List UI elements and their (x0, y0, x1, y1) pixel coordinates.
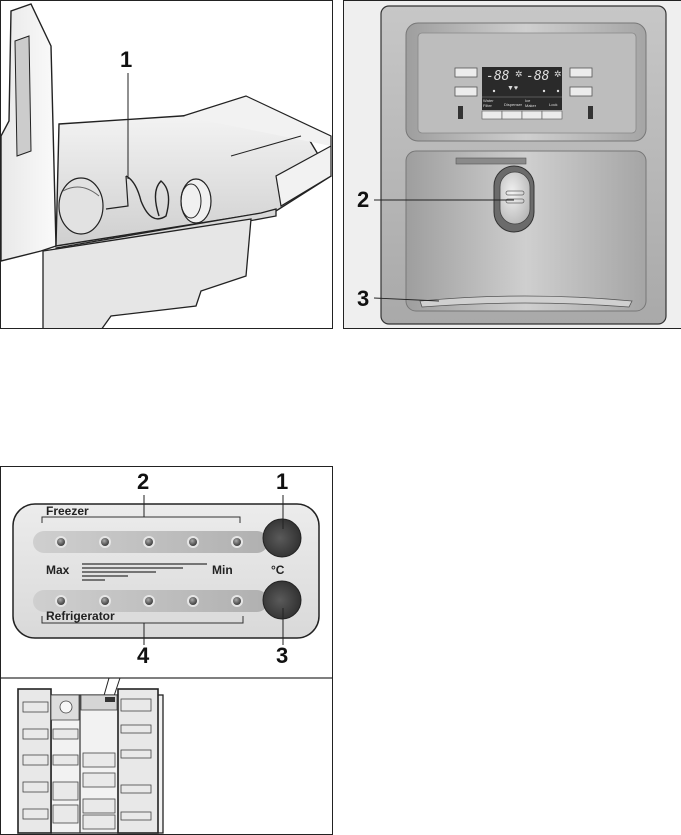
display-label-dispenser: Dispenser (504, 102, 523, 107)
ice-tray-illustration (1, 3, 332, 328)
display-label-water-filter: Water Filter (483, 98, 494, 108)
freezer-led (101, 538, 109, 546)
figure-ice-tray: 1 (0, 0, 333, 329)
freezer-temperature-button[interactable] (262, 518, 302, 558)
callout-label: 2 (137, 469, 150, 494)
celsius-unit-label: °C (271, 563, 285, 577)
callout-leader (373, 297, 440, 302)
refrigerator-led (101, 597, 109, 605)
display-label-lock: Lock (549, 102, 558, 107)
drip-tray (419, 295, 633, 308)
callout-label: 3 (276, 643, 289, 668)
callout-label: 1 (276, 469, 289, 494)
callout-label: 2 (357, 187, 370, 212)
callout-label: 3 (357, 286, 370, 311)
min-label: Min (212, 563, 233, 577)
water-drop-icon: ▼♥ (507, 85, 519, 92)
fridge-illustration (17, 688, 164, 834)
figure-control-panel: Freezer Refrigerator Max Min °C 2 1 4 3 (0, 466, 333, 835)
display-left-temp: -88 (486, 69, 510, 84)
button-right-bottom[interactable] (569, 86, 593, 97)
max-label: Max (46, 563, 70, 577)
control-panel-illustration (1, 495, 332, 834)
refrigerator-led (233, 597, 241, 605)
display-screen (482, 67, 562, 110)
temperature-scale (82, 563, 207, 581)
freezer-led (189, 538, 197, 546)
button-lock[interactable] (541, 110, 563, 120)
button-water-filter[interactable] (481, 110, 503, 120)
button-left-bottom[interactable] (454, 86, 478, 97)
display-right-temp: -88 (526, 69, 550, 84)
dispenser-illustration (344, 1, 681, 328)
button-right-top[interactable] (569, 67, 593, 78)
button-dispenser[interactable] (501, 110, 523, 120)
callout-label: 1 (120, 47, 133, 72)
refrigerator-led (189, 597, 197, 605)
button-left-top[interactable] (454, 67, 478, 78)
dispenser-paddle[interactable] (499, 171, 531, 225)
snowflake-icon: ✲ (515, 69, 523, 79)
freezer-led (233, 538, 241, 546)
freezer-label: Freezer (46, 504, 89, 518)
display-label-ice-maker: Ice Maker (525, 98, 537, 108)
refrigerator-led (145, 597, 153, 605)
coil-spring (125, 175, 170, 220)
refrigerator-temperature-button[interactable] (262, 580, 302, 620)
freezer-led (145, 538, 153, 546)
figure-dispenser: -88 ✲ -88 ✲ ▼♥ Water Filter Dispenser Ic… (343, 0, 681, 329)
callout-label: 4 (137, 643, 150, 668)
button-ice-maker[interactable] (521, 110, 543, 120)
dispenser-recess (405, 150, 647, 312)
freezer-led (57, 538, 65, 546)
snowflake-icon: ✲ (554, 69, 562, 79)
refrigerator-led (57, 597, 65, 605)
refrigerator-label: Refrigerator (46, 609, 115, 623)
